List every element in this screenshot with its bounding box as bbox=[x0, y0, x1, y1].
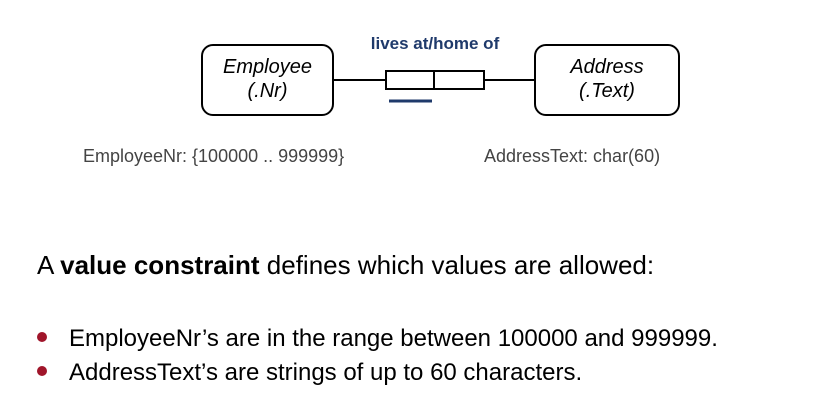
heading-bold-term: value constraint bbox=[60, 250, 260, 280]
bullet-text: AddressText’s are strings of up to 60 ch… bbox=[69, 359, 583, 386]
entity-employee-name: Employee bbox=[223, 56, 312, 78]
bullet-dot-icon bbox=[37, 332, 47, 342]
explanation-heading: A value constraint defines which values … bbox=[37, 250, 654, 281]
fact-type-label: lives at/home of bbox=[370, 34, 500, 53]
role-box-right bbox=[433, 70, 485, 90]
address-value-constraint: AddressText: char(60) bbox=[484, 146, 661, 166]
entity-address: Address (.Text) bbox=[534, 44, 680, 116]
bullet-item: AddressText’s are strings of up to 60 ch… bbox=[37, 356, 718, 390]
bullet-list: EmployeeNr’s are in the range between 10… bbox=[37, 322, 718, 390]
entity-address-name: Address bbox=[570, 56, 644, 78]
orm-diagram: lives at/home of Employee (.Nr) Address … bbox=[0, 0, 821, 200]
role-box-left bbox=[385, 70, 435, 90]
entity-employee-ref-mode: (.Nr) bbox=[247, 80, 288, 102]
bullet-item: EmployeeNr’s are in the range between 10… bbox=[37, 322, 718, 356]
heading-prefix: A bbox=[37, 250, 61, 280]
entity-address-ref-mode: (.Text) bbox=[579, 80, 635, 102]
entity-employee: Employee (.Nr) bbox=[201, 44, 334, 116]
employee-value-constraint: EmployeeNr: {100000 .. 999999} bbox=[83, 146, 345, 166]
connector-lines bbox=[334, 70, 534, 103]
heading-suffix: defines which values are allowed: bbox=[259, 250, 655, 280]
bullet-text: EmployeeNr’s are in the range between 10… bbox=[69, 325, 718, 352]
bullet-dot-icon bbox=[37, 366, 47, 376]
